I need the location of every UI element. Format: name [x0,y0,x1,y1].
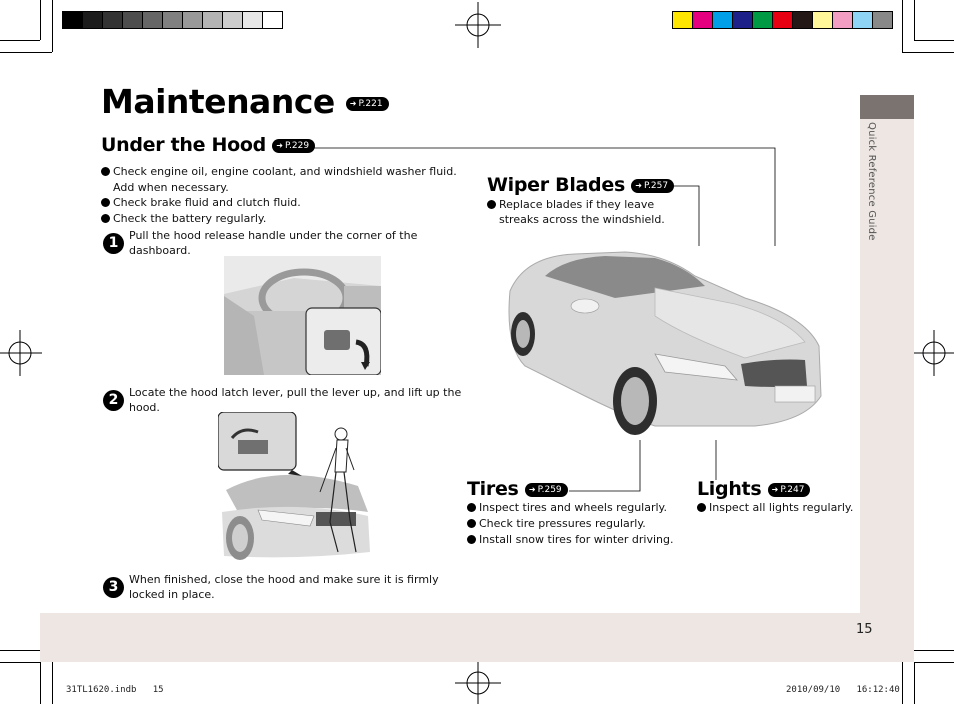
crop-mark [0,40,40,41]
wiper-blades-heading: Wiper Blades ➜P.257 [487,174,675,196]
color-swatch [262,11,283,29]
lights-bullet: Inspect all lights regularly. [697,500,853,515]
bullet-icon [487,200,496,209]
hood-release-illustration [224,256,381,375]
crop-mark [902,650,954,651]
step-number-badge: 3 [103,577,124,598]
sidebar-label: Quick Reference Guide [866,122,877,241]
crop-mark [40,662,41,704]
wiper-blades-bullet: Replace blades if they leave [487,197,654,212]
bullet-icon [101,214,110,223]
registration-target-icon [912,330,954,376]
crop-mark [902,650,903,704]
wiper-blades-bullet-continuation: streaks across the windshield. [499,213,665,226]
sidebar-tab [860,95,914,119]
under-the-hood-reference-link[interactable]: ➜P.229 [272,138,316,153]
page-title-text: Maintenance [101,82,335,121]
arrow-right-icon: ➜ [635,180,642,190]
tires-bullet: Check tire pressures regularly. [467,516,646,531]
bullet-icon [467,535,476,544]
under-hood-bullet-continuation: Add when necessary. [113,181,229,194]
crop-mark [914,662,915,704]
crop-mark [0,650,52,651]
crop-mark [40,0,41,40]
step-2-text: Locate the hood latch lever, pull the le… [129,386,462,414]
arrow-right-icon: ➜ [771,484,779,494]
bullet-icon [101,198,110,207]
crop-mark [0,662,40,663]
crop-mark [52,0,53,52]
under-hood-bullet: Check brake fluid and clutch fluid. [101,195,301,210]
crop-mark [0,52,52,53]
lights-reference-link[interactable]: ➜P.247 [767,482,811,497]
tires-bullet: Inspect tires and wheels regularly. [467,500,667,515]
arrow-right-icon: ➜ [528,484,536,494]
wiper-blades-reference-link[interactable]: ➜P.257 [631,178,675,193]
page-title: Maintenance ➜P.221 [101,82,389,121]
print-slug-file: 31TL1620.indb 15 [66,685,164,695]
color-swatch [872,11,893,29]
page-reference-link[interactable]: ➜P.221 [345,96,389,111]
crop-mark [52,650,53,704]
under-hood-bullet: Check the battery regularly. [101,211,266,226]
crop-mark [914,662,954,663]
tires-reference-link[interactable]: ➜P.259 [524,482,568,497]
bullet-icon [101,167,110,176]
under-hood-bullet: Check engine oil, engine coolant, and wi… [101,164,457,179]
bullet-icon [697,503,706,512]
footer-band [40,613,914,662]
arrow-right-icon: ➜ [349,98,357,108]
registration-target-icon [455,660,501,704]
step-3-text: When finished, close the hood and make s… [129,573,439,601]
arrow-right-icon: ➜ [276,140,283,150]
step-number-badge: 1 [103,233,124,254]
step-number-badge: 2 [103,390,124,411]
registration-target-icon [0,330,42,376]
tires-bullet: Install snow tires for winter driving. [467,532,674,547]
print-slug-date: 2010/09/10 16:12:40 [786,685,900,695]
crop-mark [902,0,903,52]
lights-heading: Lights ➜P.247 [697,478,811,500]
car-illustration [505,246,823,440]
crop-mark [902,52,954,53]
tires-heading: Tires ➜P.259 [467,478,568,500]
page-number: 15 [856,622,873,637]
registration-target-icon [455,2,501,48]
sidebar-band [860,95,914,613]
step-1-text: Pull the hood release handle under the c… [129,229,418,257]
hood-latch-illustration [218,412,388,564]
crop-mark [914,0,915,40]
crop-mark [914,40,954,41]
under-the-hood-heading: Under the Hood ➜P.229 [101,134,316,156]
bullet-icon [467,503,476,512]
bullet-icon [467,519,476,528]
